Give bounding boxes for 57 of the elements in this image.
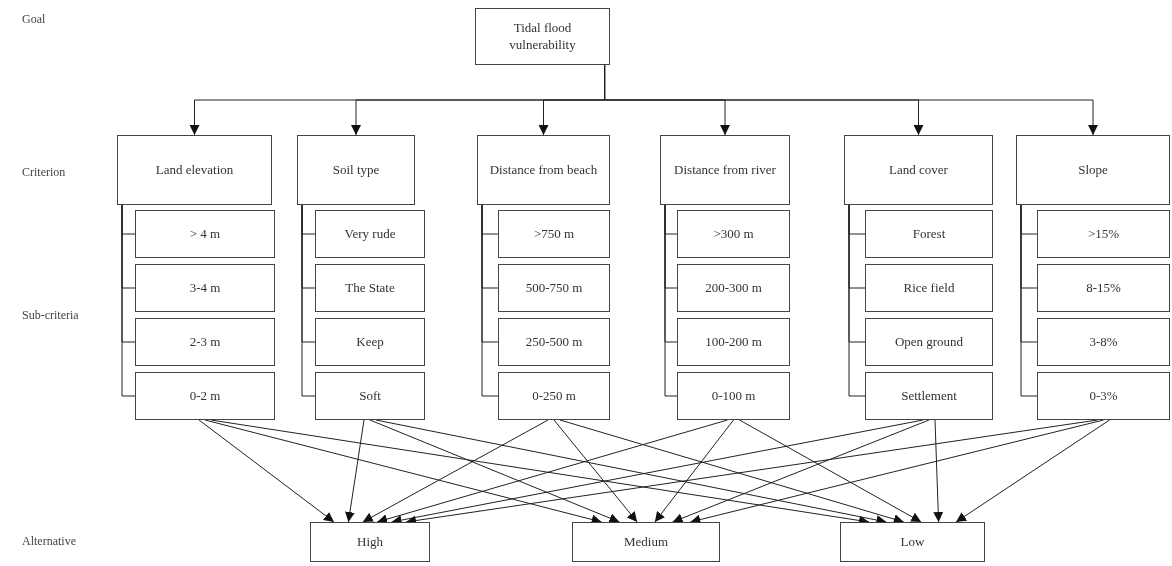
- sub-criterion-box: The State: [315, 264, 425, 312]
- arrow: [362, 419, 549, 523]
- sub-criterion-box: >15%: [1037, 210, 1170, 258]
- arrow: [376, 419, 728, 524]
- arrow: [933, 419, 944, 523]
- row-label: Sub-criteria: [22, 308, 79, 323]
- sub-criterion-box: 2-3 m: [135, 318, 275, 366]
- sub-criterion-box: Forest: [865, 210, 993, 258]
- arrow: [198, 419, 335, 523]
- sub-criterion-box: 8-15%: [1037, 264, 1170, 312]
- criterion-box: Land cover: [844, 135, 993, 205]
- sub-criterion-box: 500-750 m: [498, 264, 610, 312]
- arrow: [553, 419, 638, 523]
- criterion-box: Distance from beach: [477, 135, 610, 205]
- sub-criterion-box: 0-3%: [1037, 372, 1170, 420]
- tree-line: [301, 204, 316, 397]
- criterion-box: Distance from river: [660, 135, 790, 205]
- arrow: [604, 64, 1098, 136]
- arrow: [344, 419, 365, 523]
- sub-criterion-box: 100-200 m: [677, 318, 790, 366]
- tree-line: [664, 204, 678, 397]
- arrow: [955, 419, 1110, 523]
- sub-criterion-box: > 4 m: [135, 210, 275, 258]
- sub-criterion-box: 200-300 m: [677, 264, 790, 312]
- arrow: [672, 419, 930, 523]
- tree-line: [848, 204, 866, 397]
- sub-criterion-box: 0-2 m: [135, 372, 275, 420]
- arrow: [654, 419, 734, 523]
- alternative-box: High: [310, 522, 430, 562]
- sub-criterion-box: >750 m: [498, 210, 610, 258]
- row-label: Goal: [22, 12, 46, 27]
- tree-line: [121, 204, 136, 397]
- tree-line: [1020, 204, 1038, 397]
- sub-criterion-box: Settlement: [865, 372, 993, 420]
- sub-criterion-box: 0-250 m: [498, 372, 610, 420]
- criterion-box: Slope: [1016, 135, 1170, 205]
- criterion-box: Land elevation: [117, 135, 272, 205]
- sub-criterion-box: Open ground: [865, 318, 993, 366]
- sub-criterion-box: >300 m: [677, 210, 790, 258]
- alternative-box: Medium: [572, 522, 720, 562]
- sub-criterion-box: 250-500 m: [498, 318, 610, 366]
- sub-criterion-box: 3-4 m: [135, 264, 275, 312]
- sub-criterion-box: 3-8%: [1037, 318, 1170, 366]
- arrow: [559, 419, 905, 524]
- criterion-box: Soil type: [297, 135, 415, 205]
- sub-criterion-box: Keep: [315, 318, 425, 366]
- sub-criterion-box: Rice field: [865, 264, 993, 312]
- row-label: Alternative: [22, 534, 76, 549]
- goal-box: Tidal flood vulnerability: [475, 8, 610, 65]
- arrow: [369, 419, 620, 523]
- sub-criterion-box: 0-100 m: [677, 372, 790, 420]
- tree-line: [481, 204, 499, 397]
- alternative-box: Low: [840, 522, 985, 562]
- sub-criterion-box: Very rude: [315, 210, 425, 258]
- sub-criterion-box: Soft: [315, 372, 425, 420]
- arrow: [739, 419, 922, 523]
- row-label: Criterion: [22, 165, 66, 180]
